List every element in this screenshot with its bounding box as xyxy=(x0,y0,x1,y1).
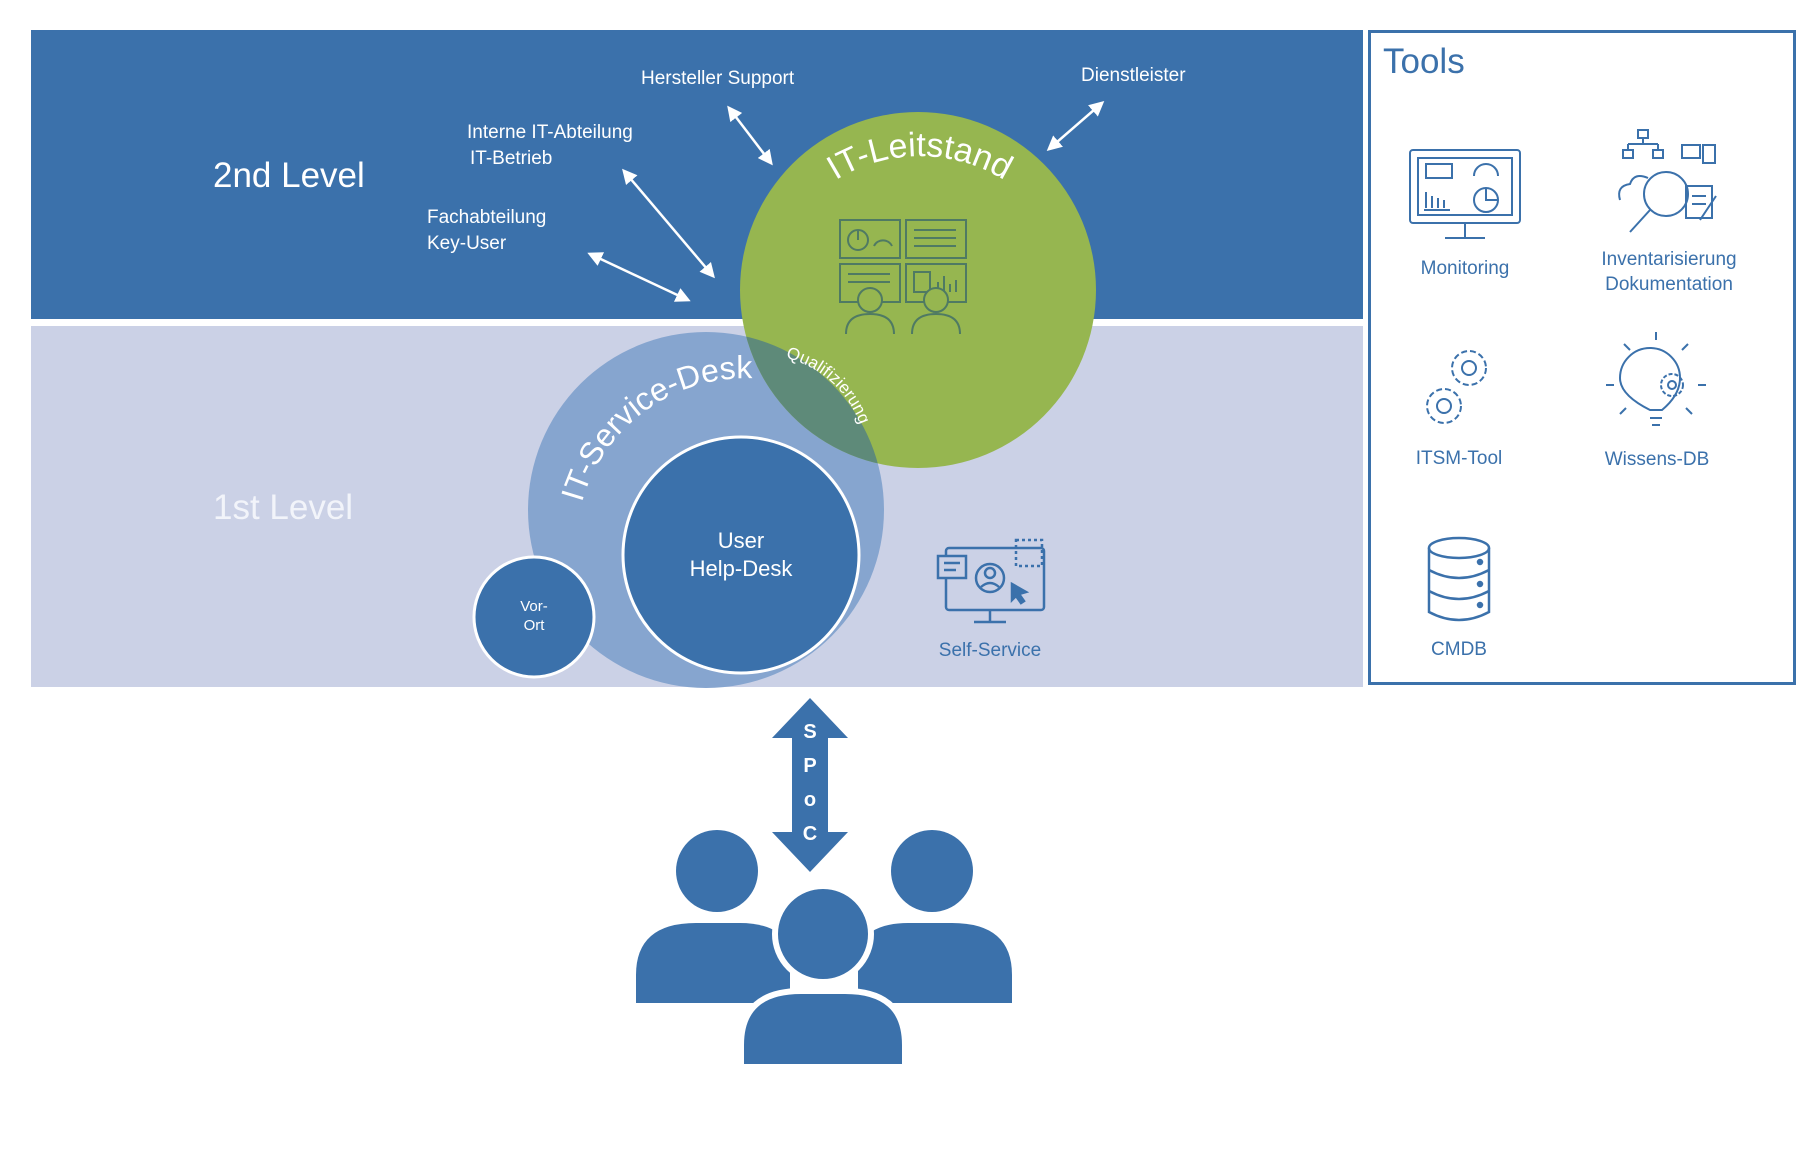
tool-cmdb-label: CMDB xyxy=(1431,639,1487,660)
interne-it-label: Interne IT-Abteilung IT-Betrieb xyxy=(467,122,633,169)
user-help-desk-circle xyxy=(621,435,861,675)
spoc-letter-c: C xyxy=(803,823,817,845)
dienstleister-label: Dienstleister xyxy=(1081,65,1186,86)
it-leitstand-circle xyxy=(740,112,1096,468)
database-icon xyxy=(1427,536,1491,622)
second-level-label: 2nd Level xyxy=(213,156,365,195)
tool-itsm-label: ITSM-Tool xyxy=(1415,448,1503,469)
vor-ort-label-line1: Vor- xyxy=(520,598,548,615)
arrow-fachabteilung xyxy=(587,252,691,302)
arrow-dienstleister xyxy=(1046,101,1105,151)
tools-title: Tools xyxy=(1383,42,1465,81)
vor-ort-circle xyxy=(472,555,596,679)
spoc-letter-o: o xyxy=(804,789,816,811)
hersteller-support-label: Hersteller Support xyxy=(641,68,795,89)
fachabteilung-label: Fachabteilung Key-User xyxy=(427,207,547,254)
control-room-icon xyxy=(839,219,967,335)
help-desk-label-line1: User xyxy=(718,528,764,553)
arrow-interne-it xyxy=(622,168,715,279)
first-level-label: 1st Level xyxy=(213,488,354,527)
arrow-hersteller xyxy=(727,105,773,166)
self-service-label: Self-Service xyxy=(939,640,1041,661)
users-group-icon xyxy=(636,830,1012,1070)
spoc-letter-p: P xyxy=(803,755,816,777)
gears-icon xyxy=(1426,350,1487,424)
inventory-documentation-icon xyxy=(1618,129,1717,233)
spoc-letter-s: S xyxy=(803,721,816,743)
lightbulb-gear-icon xyxy=(1606,332,1706,426)
vor-ort-label-line2: Ort xyxy=(524,617,546,634)
monitoring-dashboard-icon xyxy=(1409,149,1521,239)
tool-wissens-db-label: Wissens-DB xyxy=(1604,449,1710,470)
self-service-icon xyxy=(936,538,1046,624)
tool-monitoring-label: Monitoring xyxy=(1420,258,1510,279)
spoc-arrow xyxy=(772,698,848,872)
help-desk-label-line2: Help-Desk xyxy=(690,556,794,581)
tool-inventarisierung-label: Inventarisierung Dokumentation xyxy=(1601,249,1737,295)
